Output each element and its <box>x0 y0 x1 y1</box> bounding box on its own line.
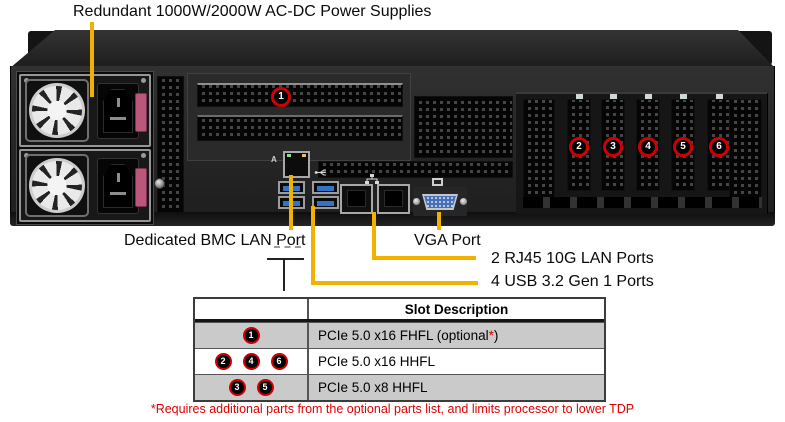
footnote: *Requires additional parts from the opti… <box>150 402 635 416</box>
slot-4-badge: 4 <box>638 137 658 157</box>
inlet-pin <box>110 192 119 195</box>
footnote-asterisk: * <box>488 328 494 343</box>
thumbscrew <box>154 178 165 189</box>
slot-2-badge: 2 <box>214 353 232 370</box>
lan-led-icon <box>287 154 291 157</box>
vga-connector <box>422 194 458 210</box>
description-text: PCIe 5.0 x16 FHFL (optional <box>318 328 489 343</box>
description-cell: PCIe 5.0 x16 HHFL <box>309 349 604 374</box>
vent-grid <box>318 161 513 178</box>
description-text: PCIe 5.0 x8 HHFL <box>318 380 428 395</box>
description-cell: PCIe 5.0 x16 FHFL (optional*) <box>309 323 604 348</box>
vga-label: VGA Port <box>414 232 481 249</box>
vent-grid <box>523 99 555 199</box>
table-row: 1 PCIe 5.0 x16 FHFL (optional*) <box>195 322 604 348</box>
screw <box>141 153 146 158</box>
psu-fan <box>29 83 85 138</box>
vent-grid <box>157 76 184 213</box>
ac-power-inlet <box>97 83 139 139</box>
cage-bottom-slots <box>523 197 762 208</box>
table-row: 3 5 PCIe 5.0 x8 HHFL <box>195 374 604 400</box>
slot-1-badge: 1 <box>242 327 260 344</box>
slot-6-badge: 6 <box>709 137 729 157</box>
header-description-cell: Slot Description <box>404 301 509 317</box>
slot-description-table: Slot Description 1 PCIe 5.0 x16 FHFL (op… <box>193 297 606 402</box>
slot-1-badge: 1 <box>271 87 291 107</box>
c14-socket <box>103 89 133 133</box>
header-slot-cell <box>195 299 309 319</box>
inlet-pin <box>110 117 119 120</box>
ac-power-inlet <box>97 158 139 214</box>
callout-line-bmc <box>289 175 293 230</box>
description-text: ) <box>493 328 499 343</box>
slot-cell: 1 <box>195 323 309 348</box>
callout-line-usb <box>311 281 478 285</box>
c14-socket <box>103 164 133 208</box>
callout-line-vga <box>437 212 441 230</box>
vga-screw <box>413 198 420 205</box>
usb-ports-label: 4 USB 3.2 Gen 1 Ports <box>491 273 654 290</box>
slot-4-badge: 4 <box>242 353 260 370</box>
screw <box>141 78 146 83</box>
slot-cell: 2 4 6 <box>195 349 309 374</box>
monitor-icon <box>432 178 443 186</box>
riser-slot-1-bracket <box>197 83 403 107</box>
vent-grid <box>729 99 762 199</box>
psu-fan-frame <box>25 79 89 142</box>
lan-led-icon <box>302 154 306 157</box>
table-header-row: Slot Description <box>195 299 604 322</box>
callout-line-psu <box>90 22 94 97</box>
vent-grid <box>414 96 513 158</box>
inlet-pin <box>117 173 120 182</box>
psu-fan-frame <box>25 154 89 217</box>
table-row: 2 4 6 PCIe 5.0 x16 HHFL <box>195 348 604 374</box>
usb-port <box>312 196 339 209</box>
usb-trident-icon <box>314 169 326 176</box>
riser-slot-2-bracket <box>197 115 403 141</box>
bmc-port-marking: A <box>271 155 277 164</box>
diagram-title: Redundant 1000W/2000W AC-DC Power Suppli… <box>73 3 432 20</box>
bmc-lan-port <box>283 151 310 178</box>
psu-fan <box>29 158 85 213</box>
slot-6-badge: 6 <box>270 353 288 370</box>
usb-port <box>312 181 339 194</box>
slot-3-badge: 3 <box>603 137 623 157</box>
bmc-lan-label: Dedicated BMC LAN Port <box>124 232 306 249</box>
slot-cell: 3 5 <box>195 375 309 400</box>
table-connector-line <box>267 258 304 260</box>
power-supply-top <box>19 74 151 147</box>
bracket-tab <box>716 94 723 99</box>
dashed-connector <box>274 246 301 248</box>
bracket-tab <box>610 94 617 99</box>
slot-2-badge: 2 <box>569 137 589 157</box>
inlet-pin <box>117 98 120 107</box>
psu-release-latch <box>135 93 147 132</box>
slot-5-badge: 5 <box>673 137 693 157</box>
vga-pins <box>423 196 457 208</box>
callout-line-usb <box>311 206 315 285</box>
bracket-tab <box>645 94 652 99</box>
chassis-lid <box>10 30 775 68</box>
rj45-lan-port-1 <box>340 184 373 214</box>
inlet-pin <box>117 117 126 120</box>
power-supply-bottom <box>19 149 151 222</box>
network-icon <box>365 174 379 184</box>
chassis-bottom-edge <box>10 212 775 226</box>
callout-line-lan <box>372 212 376 260</box>
vga-port <box>413 187 467 216</box>
bracket-tab <box>576 94 583 99</box>
inlet-pin <box>117 192 126 195</box>
bracket-tab <box>680 94 687 99</box>
slot-5-badge: 5 <box>256 379 274 396</box>
description-text: PCIe 5.0 x16 HHFL <box>318 354 436 369</box>
slot-3-badge: 3 <box>228 379 246 396</box>
callout-line-lan <box>372 256 476 260</box>
psu-release-latch <box>135 168 147 207</box>
vga-screw <box>460 198 467 205</box>
lan-ports-label: 2 RJ45 10G LAN Ports <box>491 250 654 267</box>
description-cell: PCIe 5.0 x8 HHFL <box>309 375 604 400</box>
table-connector-line <box>283 259 285 291</box>
rj45-lan-port-2 <box>377 184 410 214</box>
